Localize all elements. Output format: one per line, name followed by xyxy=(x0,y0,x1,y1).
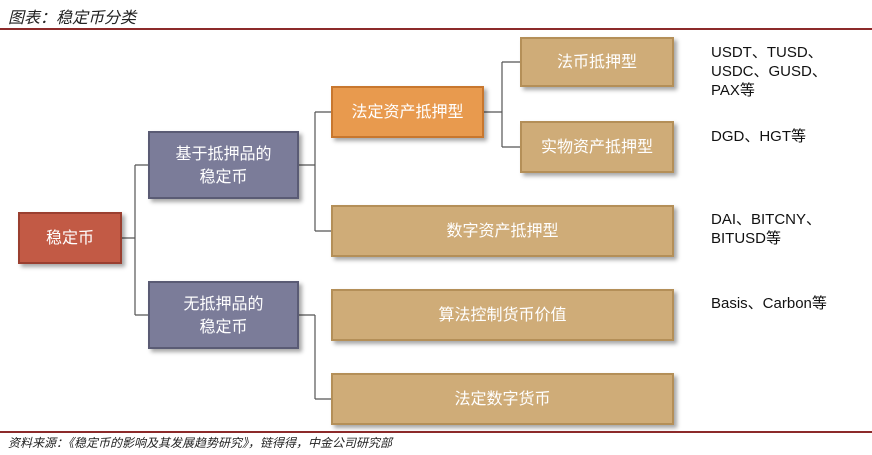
node-algorithmic: 算法控制货币价值 xyxy=(331,289,674,341)
node-digital-asset-backed: 数字资产抵押型 xyxy=(331,205,674,257)
connector-collateral xyxy=(299,111,331,232)
node-fiat-backed: 法币抵押型 xyxy=(520,37,674,87)
examples-fiat: USDT、TUSD、 USDC、GUSD、 PAX等 xyxy=(711,44,827,99)
node-legal-digital-currency: 法定数字货币 xyxy=(331,373,674,425)
connector-legal-asset xyxy=(484,61,520,148)
node-non-collateral: 无抵押品的 稳定币 xyxy=(148,281,299,349)
connector-noncollateral xyxy=(299,314,331,400)
figure-title: 图表：稳定币分类 xyxy=(8,8,137,27)
node-collateral-backed: 基于抵押品的 稳定币 xyxy=(148,131,299,199)
node-physical-asset-backed: 实物资产抵押型 xyxy=(520,121,674,173)
top-rule xyxy=(0,28,872,30)
bottom-rule xyxy=(0,431,872,433)
source-note: 资料来源：《稳定币的影响及其发展趋势研究》，链得得，中金公司研究部 xyxy=(8,436,393,450)
connector-root xyxy=(122,164,148,316)
node-legal-asset-backed: 法定资产抵押型 xyxy=(331,86,484,138)
examples-digital-asset: DAI、BITCNY、 BITUSD等 xyxy=(711,211,822,247)
examples-physical: DGD、HGT等 xyxy=(711,128,806,145)
node-stablecoin: 稳定币 xyxy=(18,212,122,264)
examples-algorithmic: Basis、Carbon等 xyxy=(711,295,827,312)
